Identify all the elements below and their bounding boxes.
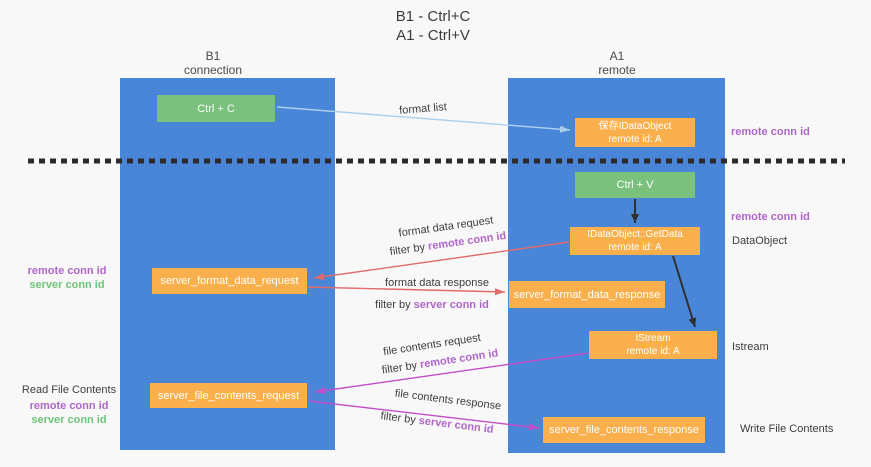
annotation-server-conn-id-left2: server conn id [31, 414, 107, 426]
annotation-remote-conn-id-left2: remote conn id [29, 400, 109, 412]
node-save-dataobject-line2: remote id: A [608, 133, 662, 145]
filter-by-text: filter by [379, 410, 417, 427]
filter-by-text: filter by [381, 359, 418, 377]
node-save-dataobject-line1: 保存IDataObject [598, 120, 672, 132]
lifeline-header-left: B1 connection [153, 49, 273, 77]
node-save-dataobject: 保存IDataObject remote id: A [575, 118, 695, 147]
edge-label-filter-server-1: filter by server conn id [375, 299, 489, 311]
node-getdata-line1: IDataObject::GetData [587, 229, 683, 240]
lifeline-left-name: B1 [205, 49, 221, 63]
node-istream-line1: IStream [635, 333, 671, 344]
node-ctrl-c: Ctrl + C [157, 95, 275, 122]
lifeline-header-right: A1 remote [557, 49, 677, 77]
filter-by-text: filter by [389, 241, 426, 259]
annotation-group-file-ids: Read File Contents remote conn id server… [8, 384, 130, 427]
node-file-request-label: server_file_contents_request [157, 389, 300, 402]
diagram-title: B1 - Ctrl+C A1 - Ctrl+V [333, 7, 533, 45]
lifeline-left-role: connection [183, 63, 243, 77]
node-format-request-label: server_format_data_request [160, 275, 299, 287]
node-ctrl-v: Ctrl + V [575, 172, 695, 198]
title-line-2: A1 - Ctrl+V [396, 27, 470, 44]
edge-label-format-data-response: format data response [385, 277, 489, 289]
edge-label-filter-server-2: filter by server conn id [380, 410, 494, 436]
filter-by-text: filter by [375, 299, 411, 311]
title-line-1: B1 - Ctrl+C [395, 8, 471, 25]
node-istream: IStream remote id: A [589, 331, 717, 359]
node-server-format-data-response: server_format_data_response [509, 281, 665, 308]
node-file-response-label: server_file_contents_response [549, 424, 699, 436]
node-server-file-contents-response: server_file_contents_response [543, 417, 705, 443]
node-server-file-contents-request: server_file_contents_request [150, 383, 307, 408]
annotation-write-file-contents: Write File Contents [740, 423, 834, 435]
node-server-format-data-request: server_format_data_request [152, 268, 307, 294]
node-ctrl-c-label: Ctrl + C [197, 102, 235, 115]
edge-label-file-contents-response: file contents response [394, 387, 502, 413]
node-idataobject-getdata: IDataObject::GetData remote id: A [570, 227, 700, 255]
node-format-response-label: server_format_data_response [513, 288, 661, 301]
annotation-dataobject: DataObject [732, 235, 788, 247]
annotation-istream: Istream [732, 341, 769, 353]
annotation-remote-conn-id-left: remote conn id [27, 265, 107, 277]
server-conn-id-text: server conn id [418, 414, 495, 436]
edge-label-format-list: format list [398, 101, 448, 117]
node-istream-line2: remote id: A [626, 346, 680, 357]
node-ctrl-v-label: Ctrl + V [616, 179, 654, 191]
annotation-group-format-ids: remote conn id server conn id [8, 264, 126, 292]
annotation-server-conn-id-left: server conn id [29, 279, 105, 291]
node-getdata-line2: remote id: A [608, 242, 662, 253]
annotation-read-file-contents: Read File Contents [21, 384, 117, 396]
server-conn-id-text: server conn id [413, 299, 489, 311]
lifeline-right-role: remote [598, 63, 636, 77]
annotation-remote-conn-id-top: remote conn id [731, 126, 810, 138]
lifeline-right-name: A1 [609, 49, 625, 63]
annotation-remote-conn-id-mid: remote conn id [731, 211, 810, 223]
